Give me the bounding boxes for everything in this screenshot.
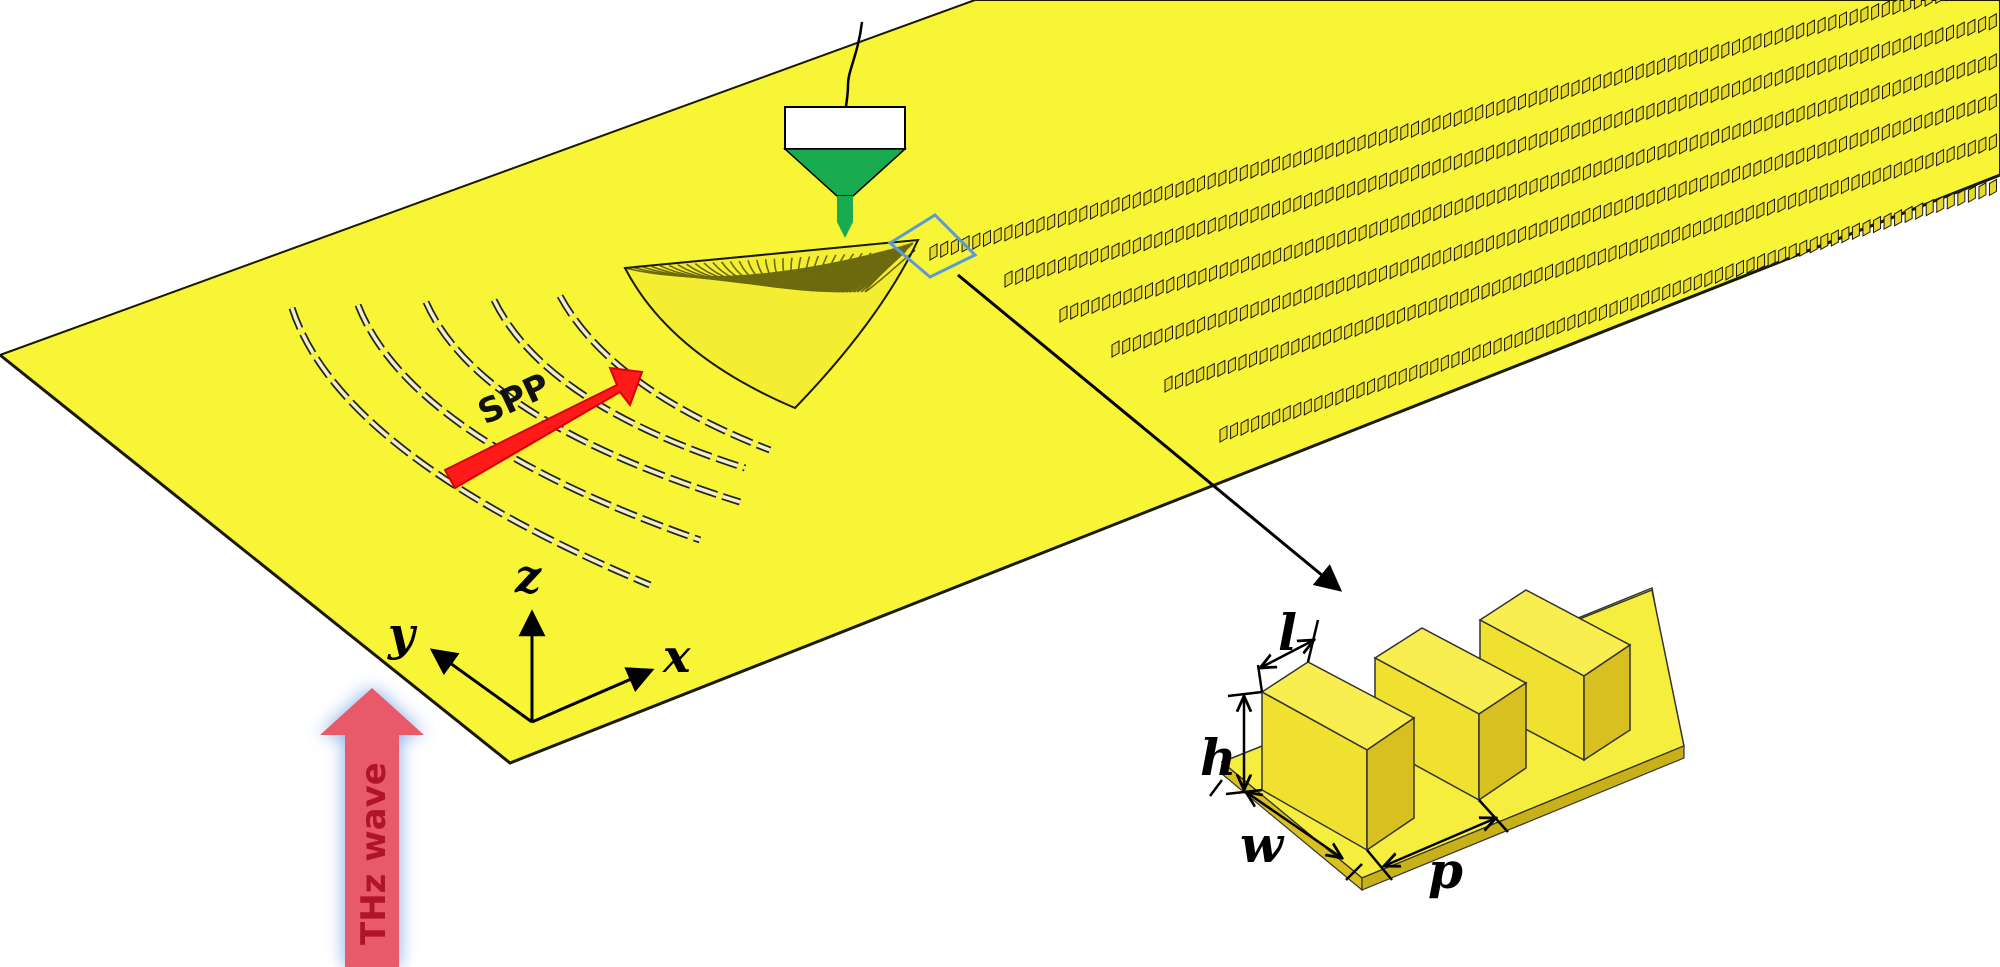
unit-cell-inset: l h w p <box>1200 588 1684 900</box>
gold-substrate <box>0 0 2000 763</box>
thz-wave-label: THz wave <box>354 762 394 945</box>
thz-wave-arrow: THz wave <box>320 688 424 967</box>
dim-label-l: l <box>1278 603 1297 662</box>
z-axis-label: z <box>514 549 542 603</box>
y-axis-label: y <box>387 607 418 661</box>
dim-label-h: h <box>1200 728 1236 787</box>
dim-label-p: p <box>1428 841 1463 900</box>
waveguide-pillar <box>1989 179 1996 195</box>
waveguide-pillar <box>1979 183 1986 199</box>
x-axis-label: x <box>662 629 691 683</box>
dim-label-w: w <box>1240 815 1285 874</box>
